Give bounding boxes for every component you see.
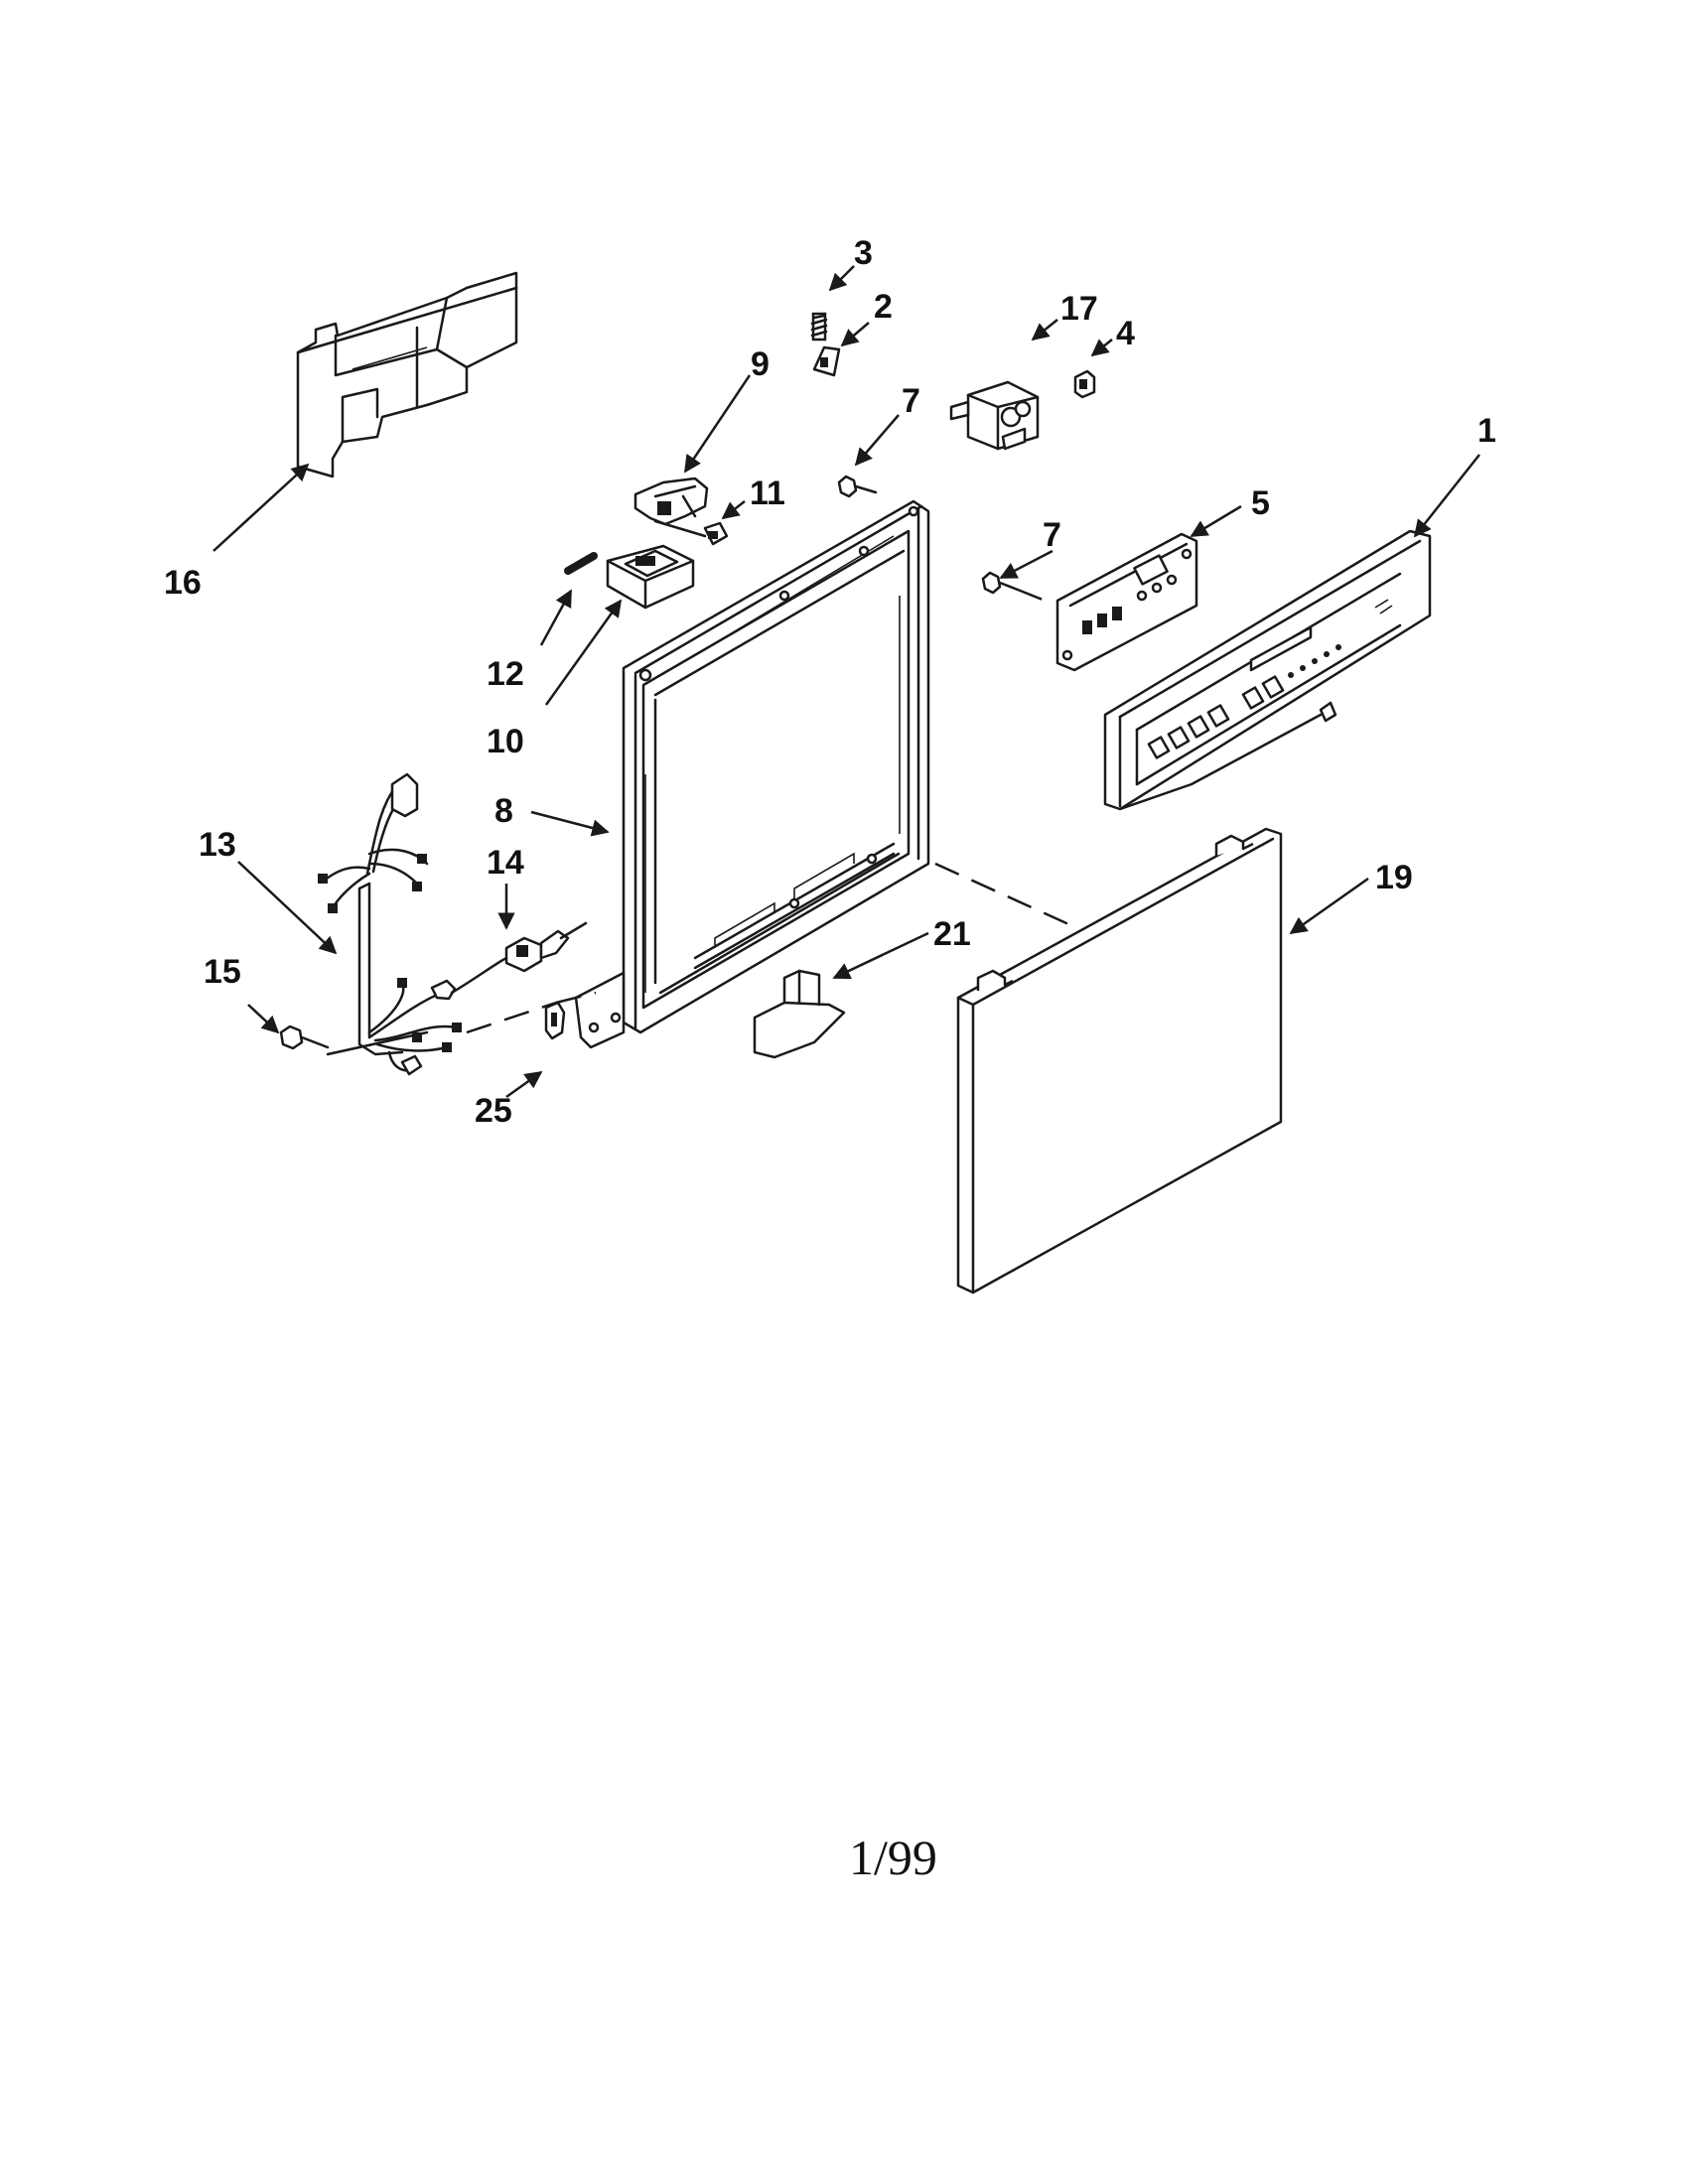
- callout-7-a: 7: [902, 382, 920, 420]
- callout-2: 2: [874, 288, 893, 326]
- callout-21: 21: [933, 915, 971, 953]
- part-9-bracket: [633, 477, 709, 526]
- callout-12: 12: [487, 655, 524, 693]
- callout-11: 11: [750, 475, 785, 512]
- part-15-screw: [279, 1024, 429, 1056]
- part-3-spring: [810, 312, 828, 341]
- part-19-door-panel: [956, 827, 1283, 1295]
- callout-16: 16: [164, 564, 202, 602]
- callout-5: 5: [1251, 484, 1270, 522]
- callout-15: 15: [204, 953, 241, 991]
- part-17-switch: [949, 380, 1040, 451]
- part-4-switch: [1073, 369, 1096, 399]
- callout-10: 10: [487, 723, 524, 760]
- callout-3: 3: [854, 234, 873, 272]
- callout-14: 14: [487, 844, 524, 882]
- callout-13: 13: [199, 826, 236, 864]
- part-5-control-plate: [1055, 532, 1198, 672]
- leader-arrows: [212, 265, 1480, 1099]
- part-8-door-frame: [574, 499, 930, 1049]
- callout-17: 17: [1060, 290, 1098, 328]
- part-2-clip: [812, 345, 841, 377]
- part-1-console: [1103, 529, 1432, 811]
- callout-7-b: 7: [1043, 516, 1061, 554]
- part-21-strap: [753, 969, 846, 1059]
- part-11-connector: [653, 519, 729, 546]
- part-10-latch: [606, 544, 695, 610]
- callout-4: 4: [1116, 315, 1135, 352]
- part-7-screw-b: [981, 571, 1053, 606]
- callout-25: 25: [475, 1092, 512, 1130]
- part-25-clip: [544, 1001, 566, 1040]
- page-footer-label: 1/99: [849, 1830, 937, 1885]
- callout-8: 8: [494, 792, 513, 830]
- callout-1: 1: [1477, 412, 1496, 450]
- part-7-screw-a: [837, 475, 878, 498]
- part-16-cover: [296, 271, 518, 478]
- part-12-pin: [564, 552, 598, 575]
- callout-19: 19: [1375, 859, 1413, 896]
- part-14-connector: [504, 921, 588, 973]
- part-13-wire-harness: [318, 772, 508, 1076]
- callout-9: 9: [751, 345, 770, 383]
- callout-labels: 16 3 2 17 4 9 7 11 12 10 7 5 1 8 13 14 1…: [164, 234, 1496, 1130]
- assembly-dash-lines: [466, 862, 1078, 1034]
